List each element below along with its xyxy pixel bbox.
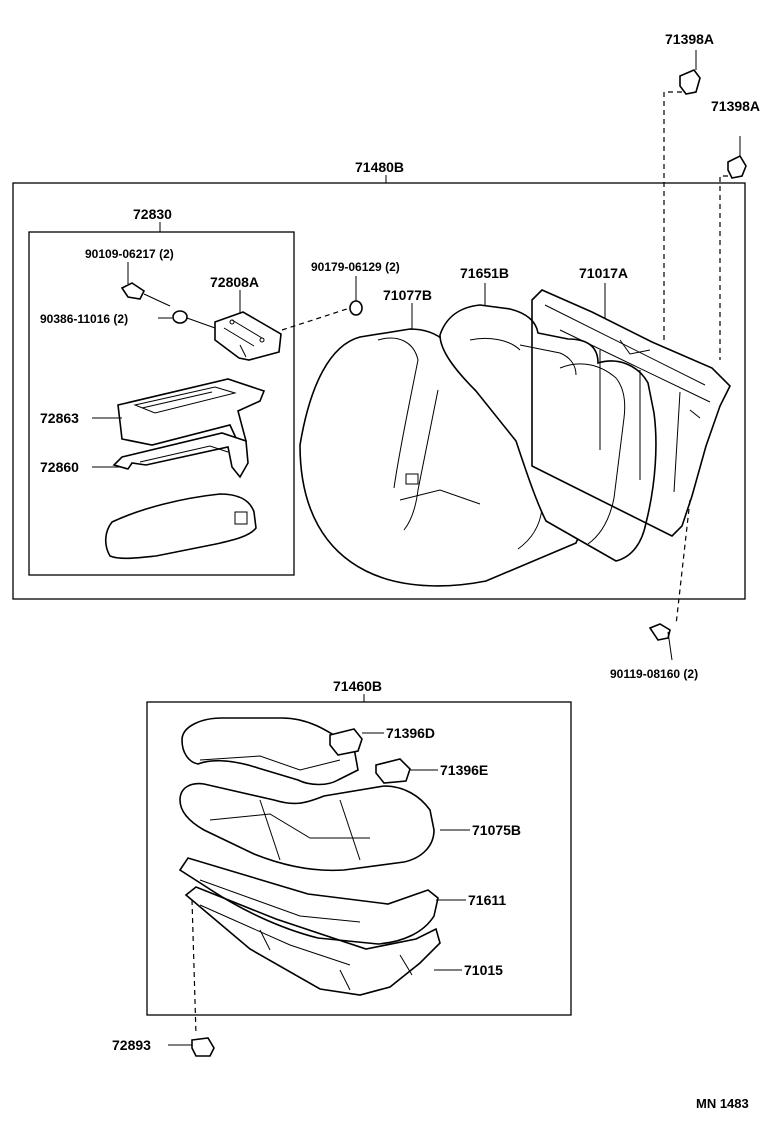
label-72893: 72893	[112, 1037, 151, 1053]
label-71396E: 71396E	[440, 762, 488, 778]
seat-cushion-71075B	[179, 782, 435, 872]
label-72808A: 72808A	[210, 274, 259, 290]
bolt-90109	[120, 282, 171, 307]
clip-71398A-top	[679, 69, 701, 95]
seat-frame-71015	[184, 886, 441, 996]
clip-90179	[349, 300, 363, 316]
armrest-pad-72860	[112, 432, 249, 479]
bracket-72808A	[214, 311, 282, 361]
label-71017A: 71017A	[579, 265, 628, 281]
label-72863: 72863	[40, 410, 79, 426]
seat-cushion-frame	[146, 701, 572, 1016]
label-72830: 72830	[133, 206, 172, 222]
label-71480B: 71480B	[355, 159, 404, 175]
label-72860: 72860	[40, 459, 79, 475]
clip-71396E	[375, 758, 411, 784]
nut-90386	[172, 310, 216, 329]
clip-71396D	[329, 728, 363, 756]
label-71398A-right: 71398A	[711, 98, 760, 114]
label-71077B: 71077B	[383, 287, 432, 303]
label-71460B: 71460B	[333, 678, 382, 694]
label-71015: 71015	[464, 962, 503, 978]
seat-pad-71611	[178, 857, 439, 945]
armrest-frame	[28, 231, 295, 576]
label-90179: 90179-06129 (2)	[311, 260, 400, 274]
armrest-cover	[104, 493, 257, 560]
footer-code: MN 1483	[696, 1096, 749, 1111]
label-71651B: 71651B	[460, 265, 509, 281]
clip-71398A-right	[727, 154, 747, 179]
seat-cushion-top	[181, 717, 359, 786]
label-71075B: 71075B	[472, 822, 521, 838]
seat-back-frame	[12, 182, 746, 600]
armrest-frame-72863	[117, 378, 266, 449]
label-71611: 71611	[468, 892, 506, 908]
label-71398A-top: 71398A	[665, 31, 714, 47]
clip-72893	[191, 1037, 215, 1057]
seatback-frame-71017A	[531, 289, 731, 537]
label-90109: 90109-06217 (2)	[85, 247, 174, 261]
label-90386: 90386-11016 (2)	[40, 312, 128, 326]
bolt-90119	[648, 623, 673, 661]
label-71396D: 71396D	[386, 725, 435, 741]
seatback-cover-71651B	[439, 304, 657, 562]
label-90119: 90119-08160 (2)	[610, 667, 698, 681]
